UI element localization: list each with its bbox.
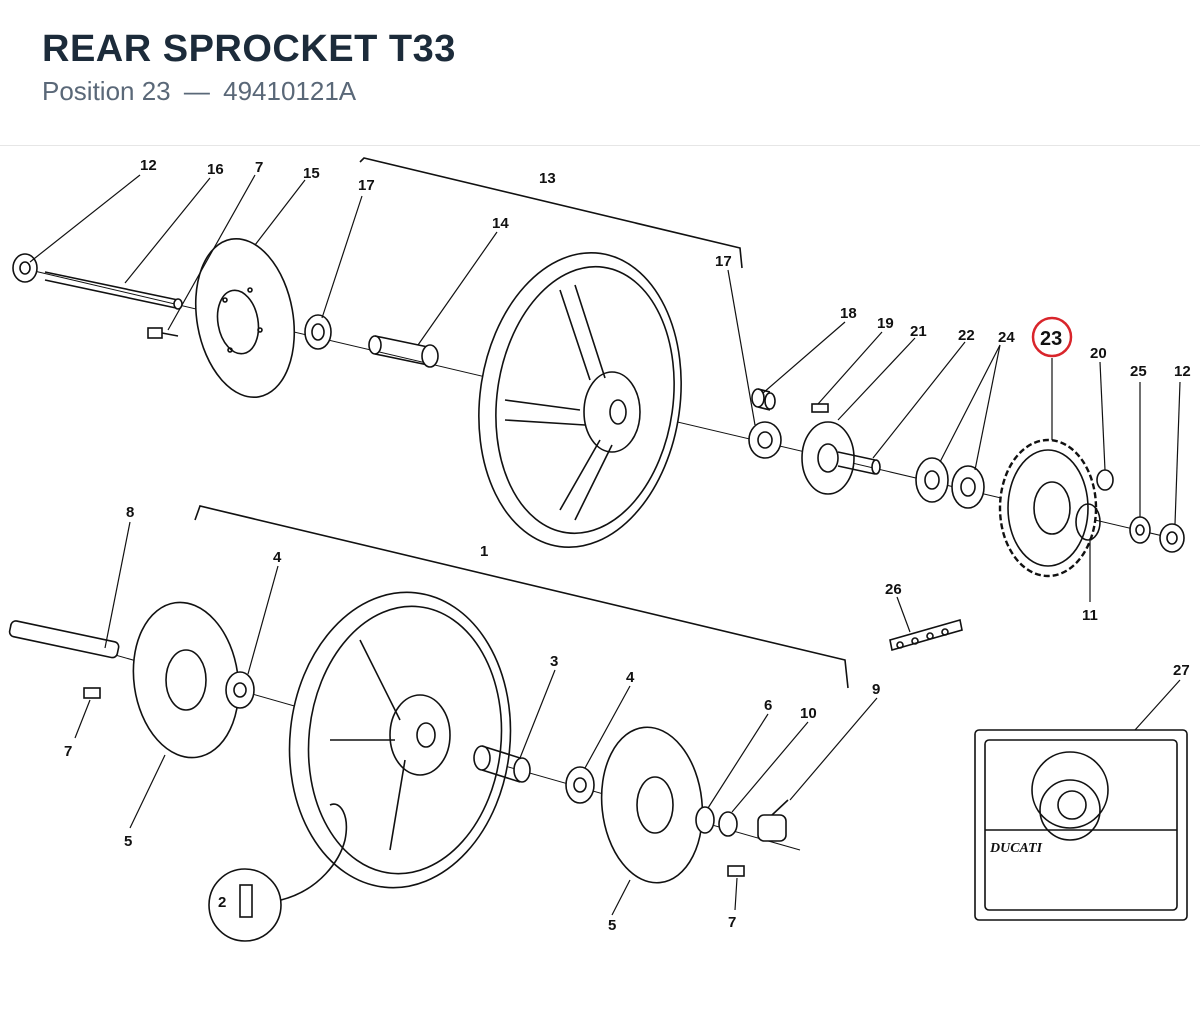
front-disc-5-right xyxy=(600,726,704,884)
highlight-ring-23 xyxy=(1031,316,1073,358)
part-number: 49410121A xyxy=(223,76,357,106)
callout-17-left: 17 xyxy=(358,177,375,194)
front-wheel-1 xyxy=(288,591,512,889)
axle-8 xyxy=(8,620,120,659)
callout-12-left: 12 xyxy=(140,157,157,174)
callout-18: 18 xyxy=(840,305,857,322)
callout-11: 11 xyxy=(1082,607,1098,624)
callout-6: 6 xyxy=(764,697,772,714)
callout-26: 26 xyxy=(885,581,902,598)
callout-14: 14 xyxy=(492,215,509,232)
bracket-1 xyxy=(194,505,849,689)
rear-wheel-13 xyxy=(478,251,682,549)
callout-15: 15 xyxy=(303,165,320,182)
callout-19: 19 xyxy=(877,315,894,332)
bearing-24-a xyxy=(915,457,949,503)
bolt-7-lower-left xyxy=(83,687,101,699)
callout-1: 1 xyxy=(480,543,488,560)
axle-16 xyxy=(44,271,183,310)
nut-12-right xyxy=(1159,523,1185,553)
separator: — xyxy=(183,76,210,106)
cover-plate-27 xyxy=(974,729,1188,921)
callout-4-right: 4 xyxy=(626,669,635,686)
rear-sprocket-23 xyxy=(998,438,1098,578)
callout-7-lower-right: 7 xyxy=(728,914,736,931)
callout-3: 3 xyxy=(550,653,558,670)
callout-27: 27 xyxy=(1173,662,1190,679)
callout-5-left: 5 xyxy=(124,833,132,850)
bearing-17-right xyxy=(748,421,782,459)
page-title: REAR SPROCKET T33 xyxy=(42,28,456,70)
page-header: REAR SPROCKET T33 Position 23 — 49410121… xyxy=(0,0,1200,146)
callout-17-right: 17 xyxy=(715,253,732,270)
brake-disc-15 xyxy=(194,237,296,399)
callout-23: 23 xyxy=(1040,328,1062,350)
valve-detail-2 xyxy=(208,803,348,942)
callout-2: 2 xyxy=(218,894,226,911)
bracket-13 xyxy=(359,157,743,269)
front-disc-5-left xyxy=(132,601,240,759)
washer-25 xyxy=(1129,516,1151,544)
callout-21: 21 xyxy=(910,323,927,340)
sprocket-carrier-21 xyxy=(801,421,881,495)
bearing-4-right xyxy=(565,766,595,804)
position-label: Position 23 xyxy=(42,76,171,106)
stud-19 xyxy=(811,403,829,413)
spacer-14 xyxy=(368,335,439,368)
spacer-3 xyxy=(473,745,531,783)
nut-12-left xyxy=(12,253,38,283)
callout-25: 25 xyxy=(1130,363,1147,380)
cover-logo: DUCATI xyxy=(989,841,1043,856)
circlip-11 xyxy=(1075,503,1101,541)
spacer-18 xyxy=(751,388,776,411)
callout-7-lower-left: 7 xyxy=(64,743,72,760)
callout-5-right: 5 xyxy=(608,917,616,934)
speed-sensor-9 xyxy=(757,799,789,842)
callout-4-left: 4 xyxy=(273,549,282,566)
callout-10: 10 xyxy=(800,705,817,722)
page-subtitle: Position 23 — 49410121A xyxy=(42,76,356,107)
callout-22: 22 xyxy=(958,327,975,344)
callout-7-upper: 7 xyxy=(255,159,263,176)
nut-20 xyxy=(1096,469,1114,491)
bearing-24-b xyxy=(951,465,985,509)
callout-16: 16 xyxy=(207,161,224,178)
spacer-10 xyxy=(718,811,738,837)
callout-13: 13 xyxy=(539,170,556,187)
callout-12-right: 12 xyxy=(1174,363,1191,380)
bolt-7-lower-right xyxy=(727,865,745,877)
seal-6 xyxy=(695,806,715,834)
bearing-17-left xyxy=(304,314,332,350)
bearing-4-left xyxy=(225,671,255,709)
callout-24: 24 xyxy=(998,329,1015,346)
callout-9: 9 xyxy=(872,681,880,698)
chain-26 xyxy=(889,618,963,652)
bolt-7-upper xyxy=(147,327,179,339)
leader-lines xyxy=(29,174,1181,916)
callout-8: 8 xyxy=(126,504,134,521)
callout-20: 20 xyxy=(1090,345,1107,362)
